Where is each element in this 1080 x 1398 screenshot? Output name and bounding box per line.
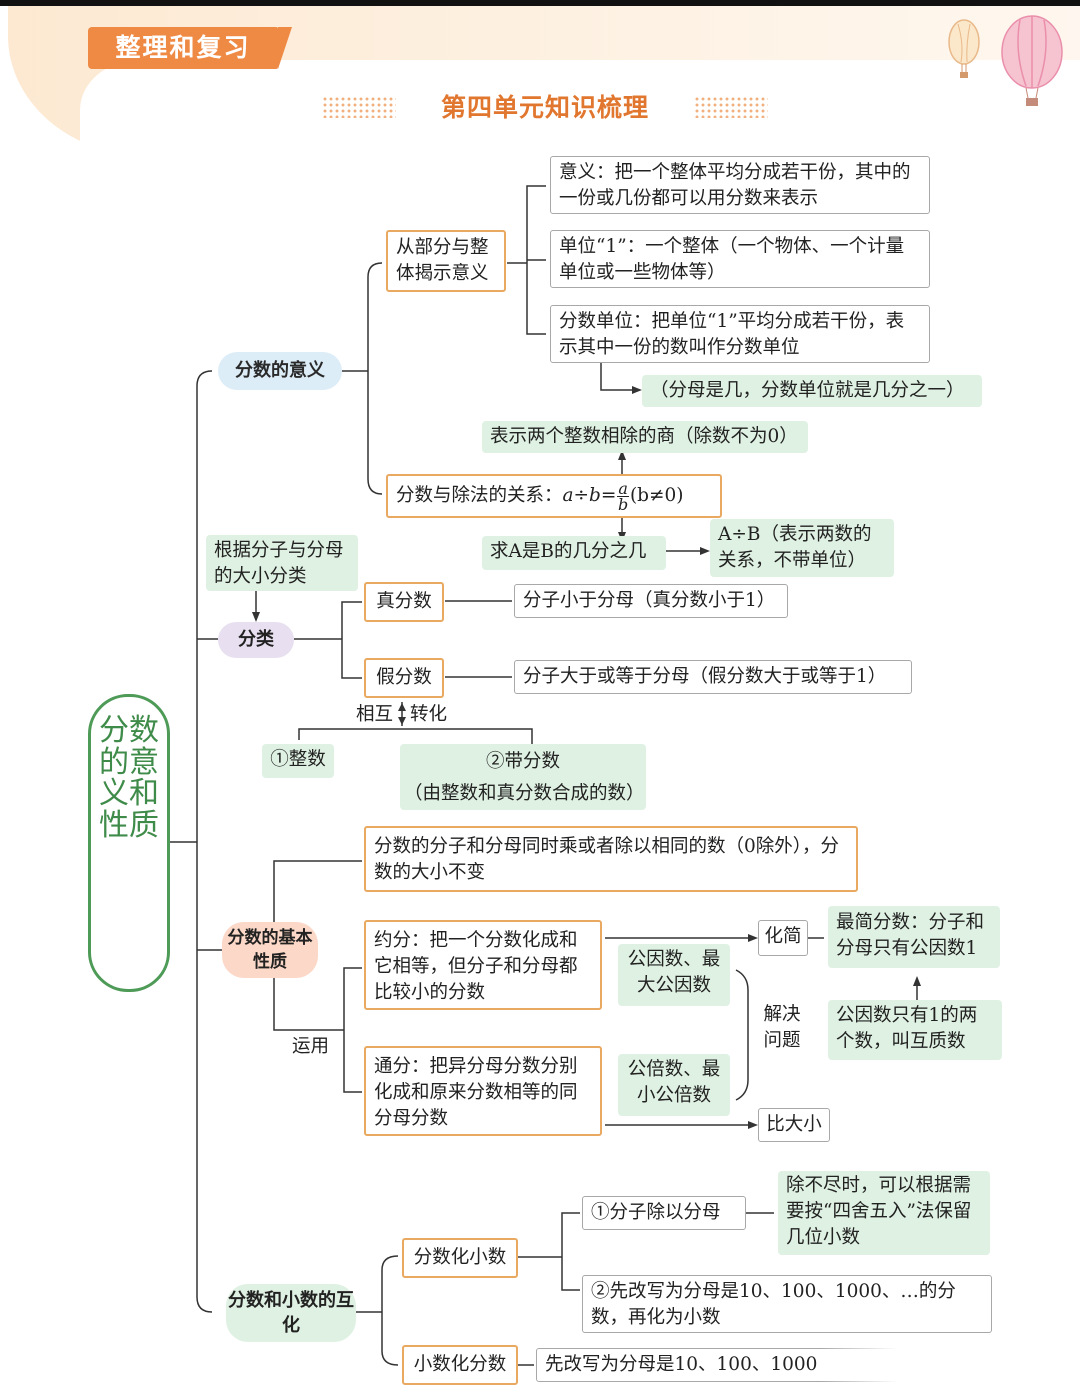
fraction-unit-node: 分数单位：把单位“1”平均分成若干份，表示其中一份的数叫作分数单位 [550,305,930,363]
category-conversion: 分数和小数的互化 [226,1284,356,1342]
gcf-node: 公因数、最大公因数 [618,944,730,1006]
mixed-number-desc: （由整数和真分数合成的数） [404,783,645,804]
header-banner-cutout [80,60,1080,170]
simplify-node: 化简 [758,920,808,956]
hot-air-balloon-icon [948,15,1063,106]
f2d-method1-note: 除不尽时，可以根据需要按“四舍五入”法保留几位小数 [778,1171,990,1255]
property-statement: 分数的分子和分母同时乘或者除以相同的数（0除外），分数的大小不变 [364,826,858,892]
mutual-label-left: 相互 [356,704,394,725]
bottom-right-fade [820,1348,1080,1398]
f2d-method1-node: ①分子除以分母 [582,1196,746,1230]
compare-node: 比大小 [758,1108,830,1142]
division-relation-prefix: 分数与除法的关系： [396,485,563,506]
mixed-number-label: ②带分数 [485,751,560,772]
quotient-note: 表示两个整数相除的商（除数不为0） [482,421,808,453]
top-border [0,0,1080,6]
lcm-node: 公倍数、最小公倍数 [618,1054,730,1116]
unit-title: 第四单元知识梳理 [440,93,649,122]
common-denominator-node: 通分：把异分母分数分别化成和原来分数相等的同分母分数 [364,1046,602,1136]
division-formula-denominator: b [618,494,629,514]
category-basic-property: 分数的基本性质 [222,922,318,978]
category-classification: 分类 [218,622,294,658]
f2d-method2-node: ②先改写为分母是10、100、1000、…的分数，再化为小数 [582,1275,992,1333]
category-meaning: 分数的意义 [218,352,342,390]
title-dots-right [694,96,768,118]
improper-fraction-node: 假分数 [364,658,444,698]
division-formula-condition: (b≠0) [629,485,684,506]
division-formula-lhs: a÷b= [562,485,617,506]
improper-fraction-desc: 分子大于或等于分母（假分数大于或等于1） [514,660,912,694]
ratio-note: A÷B（表示两数的关系，不带单位） [710,519,894,577]
proper-fraction-node: 真分数 [364,582,444,622]
what-fraction-node: 求A是B的几分之几 [482,536,666,570]
whole-number-node: ①整数 [262,744,334,778]
mixed-number-node: ②带分数 （由整数和真分数合成的数） [400,744,646,810]
coprime-node: 公因数只有1的两个数，叫互质数 [828,1000,1002,1060]
proper-fraction-desc: 分子小于分母（真分数小于1） [514,584,788,618]
reduce-fraction-node: 约分：把一个分数化成和它相等，但分子和分母都比较小的分数 [364,920,602,1010]
definition-node: 意义：把一个整体平均分成若干份，其中的一份或几份都可以用分数来表示 [550,156,930,214]
fraction-unit-note: （分母是几，分数单位就是几分之一） [642,375,982,407]
root-topic: 分数的意义和性质 [88,694,170,992]
review-tag: 整理和复习 [88,27,292,69]
part-whole-node: 从部分与整体揭示意义 [386,230,506,292]
classification-basis: 根据分子与分母的大小分类 [206,535,358,591]
decimal-to-fraction-node: 小数化分数 [402,1345,518,1385]
mutual-label-right: 转化 [410,704,448,725]
fraction-to-decimal-node: 分数化小数 [402,1238,518,1278]
apply-label: 运用 [292,1036,330,1057]
unit-one-node: 单位“1”：一个整体（一个物体、一个计量单位或一些物体等） [550,230,930,288]
title-dots-left [322,96,396,118]
simplest-fraction-node: 最简分数：分子和分母只有公因数1 [828,906,1000,968]
division-formula-numerator: a [617,478,629,498]
solve-problem-label: 解决问题 [763,1004,801,1051]
